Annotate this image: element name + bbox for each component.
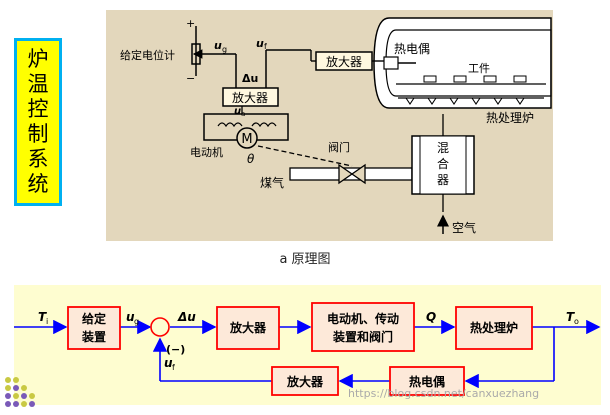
amplifier-box-motor <box>222 87 279 107</box>
ug-subscript: g <box>222 45 227 54</box>
title-char: 温 <box>27 72 49 96</box>
ua-label: u <box>234 106 241 117</box>
furnace-block <box>455 306 533 350</box>
motor-circle <box>236 127 258 149</box>
ti-subscript: i <box>46 317 48 326</box>
ug-label: u <box>126 310 135 324</box>
actuator-line: 装置和阀门 <box>332 329 393 344</box>
ug-subscript: g <box>134 317 139 326</box>
workpiece <box>483 75 497 83</box>
amplifier-label-motor: 放大器 <box>232 90 268 105</box>
setpoint-potentiometer-label: 给定电位计 <box>120 48 175 62</box>
setpoint-device-line: 给定 <box>82 311 106 326</box>
valve-label: 阀门 <box>328 140 350 154</box>
thermocouple-probe <box>383 56 399 70</box>
mixer-inner <box>419 135 467 195</box>
watermark: https://blog.csdn.net/canxuezhang <box>348 387 540 400</box>
workpiece <box>513 75 527 83</box>
feedback-amplifier-label: 放大器 <box>286 374 324 389</box>
title-char: 统 <box>27 172 49 196</box>
decorative-dots <box>5 377 35 407</box>
amplifier-label: 放大器 <box>229 320 267 335</box>
block-diagram-svg: 给定 装置 放大器 电动机、传动 装置和阀门 热处理炉 热电偶 放大器 T i … <box>14 302 601 396</box>
air-label: 空气 <box>452 220 476 235</box>
q-label: Q <box>426 310 436 324</box>
furnace-label: 热处理炉 <box>486 111 534 125</box>
motor-coil-right <box>251 122 277 128</box>
block-diagram: 给定 装置 放大器 电动机、传动 装置和阀门 热处理炉 热电偶 放大器 T i … <box>14 285 601 405</box>
title-box: 炉 温 控 制 系 统 <box>14 38 62 206</box>
furnace-label: 热处理炉 <box>470 320 518 335</box>
motor-coil-left <box>217 122 243 128</box>
delta-u-label: Δu <box>177 310 196 324</box>
thermocouple-label: 热电偶 <box>394 42 430 56</box>
motor-symbol: M <box>241 132 252 147</box>
mixer-char: 合 <box>437 156 449 171</box>
to-subscript: o <box>574 317 579 326</box>
summing-junction <box>150 317 170 337</box>
uf-label: u <box>164 356 173 370</box>
valve-symbol <box>338 163 366 185</box>
title-char: 控 <box>27 97 49 121</box>
ti-label: T <box>38 310 47 324</box>
plus-sign: + <box>186 17 195 30</box>
workpiece-label: 工件 <box>468 62 490 75</box>
ug-label: u <box>214 39 222 52</box>
feedback-amplifier-block <box>271 366 339 396</box>
mixer-char: 器 <box>437 173 449 187</box>
title-char: 炉 <box>27 47 49 71</box>
actuator-line: 电动机、传动 <box>327 311 399 326</box>
title-char: 系 <box>27 147 49 171</box>
mixer-char: 混 <box>437 141 449 155</box>
uf-subscript: f <box>172 363 175 372</box>
motor-label: 电动机 <box>190 145 223 159</box>
furnace <box>373 17 552 109</box>
uf-label: u <box>256 37 264 50</box>
shaft-dashed <box>257 145 353 167</box>
thermocouple-block <box>389 366 465 396</box>
amplifier-label-thermocouple: 放大器 <box>326 54 362 69</box>
burner-flames <box>405 97 525 105</box>
minus-sign: − <box>186 72 195 85</box>
setpoint-device-block <box>67 306 121 350</box>
schematic-svg: + − 给定电位计 u g u f Δu 放大器 u a M 电动机 θ 阀门 … <box>120 17 552 235</box>
schematic-diagram: + − 给定电位计 u g u f Δu 放大器 u a M 电动机 θ 阀门 … <box>106 10 553 241</box>
amplifier-block <box>216 306 280 350</box>
minus-sign-label: (−) <box>166 343 185 356</box>
delta-u-label: Δu <box>242 72 258 85</box>
to-label: T <box>566 310 575 324</box>
uf-subscript: f <box>264 42 267 51</box>
title-char: 制 <box>27 122 49 146</box>
theta-label: θ <box>247 152 255 166</box>
workpiece <box>423 75 437 83</box>
actuator-block <box>311 302 415 352</box>
setpoint-device-line: 装置 <box>81 329 106 344</box>
thermocouple-label: 热电偶 <box>409 374 445 389</box>
workpiece <box>453 75 467 83</box>
schematic-caption: a 原理图 <box>279 252 331 267</box>
coal-gas-label: 煤气 <box>260 175 284 190</box>
